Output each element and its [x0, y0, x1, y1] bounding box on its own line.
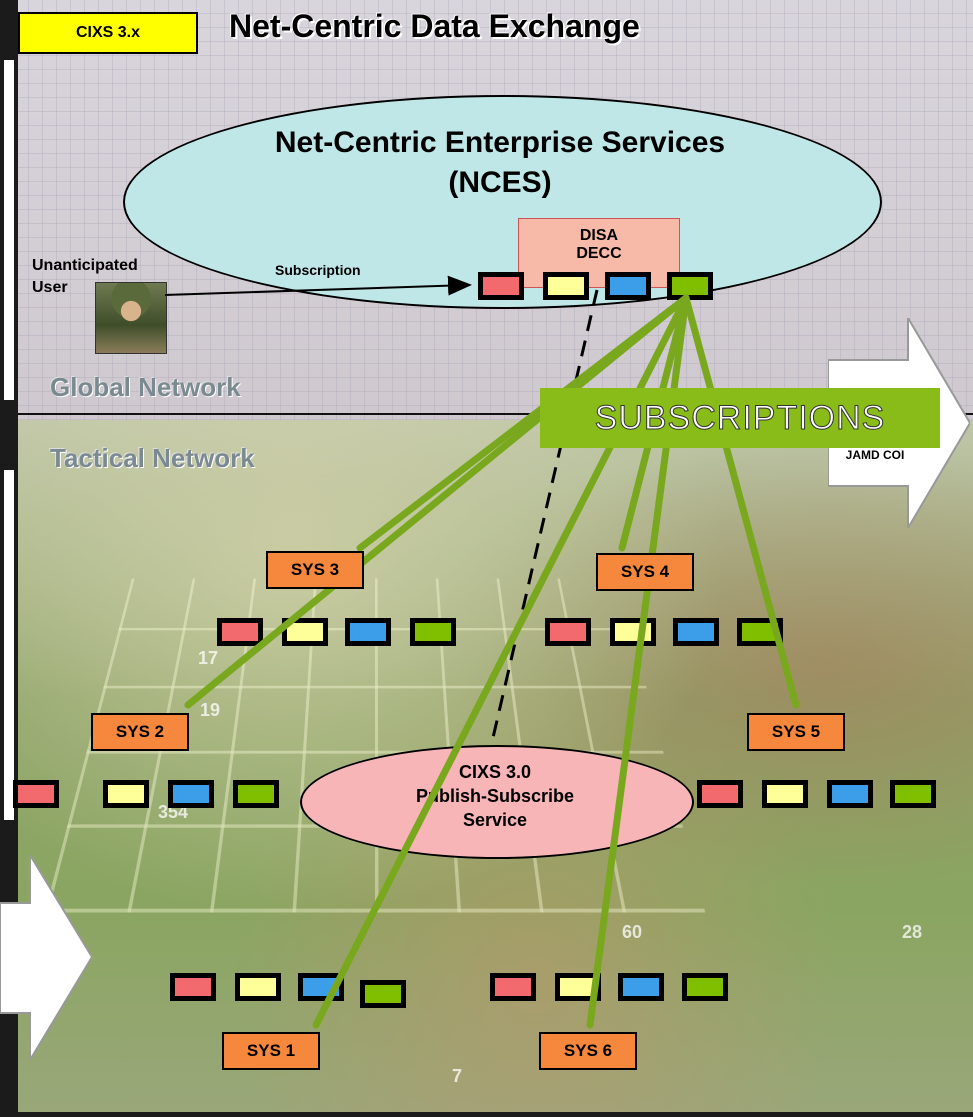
system-box-sys5: SYS 5 — [747, 713, 845, 751]
dashed-link — [492, 290, 597, 742]
system-box-sys2: SYS 2 — [91, 713, 189, 751]
system-box-sys4: SYS 4 — [596, 553, 694, 591]
subscription-line-sys2 — [188, 298, 686, 705]
subscription-line-sys5 — [686, 298, 796, 705]
subscription-arrow — [165, 285, 468, 295]
system-box-sys1: SYS 1 — [222, 1032, 320, 1070]
system-box-sys6: SYS 6 — [539, 1032, 637, 1070]
system-box-sys3: SYS 3 — [266, 551, 364, 589]
subscriptions-banner: SUBSCRIPTIONS — [540, 388, 940, 448]
